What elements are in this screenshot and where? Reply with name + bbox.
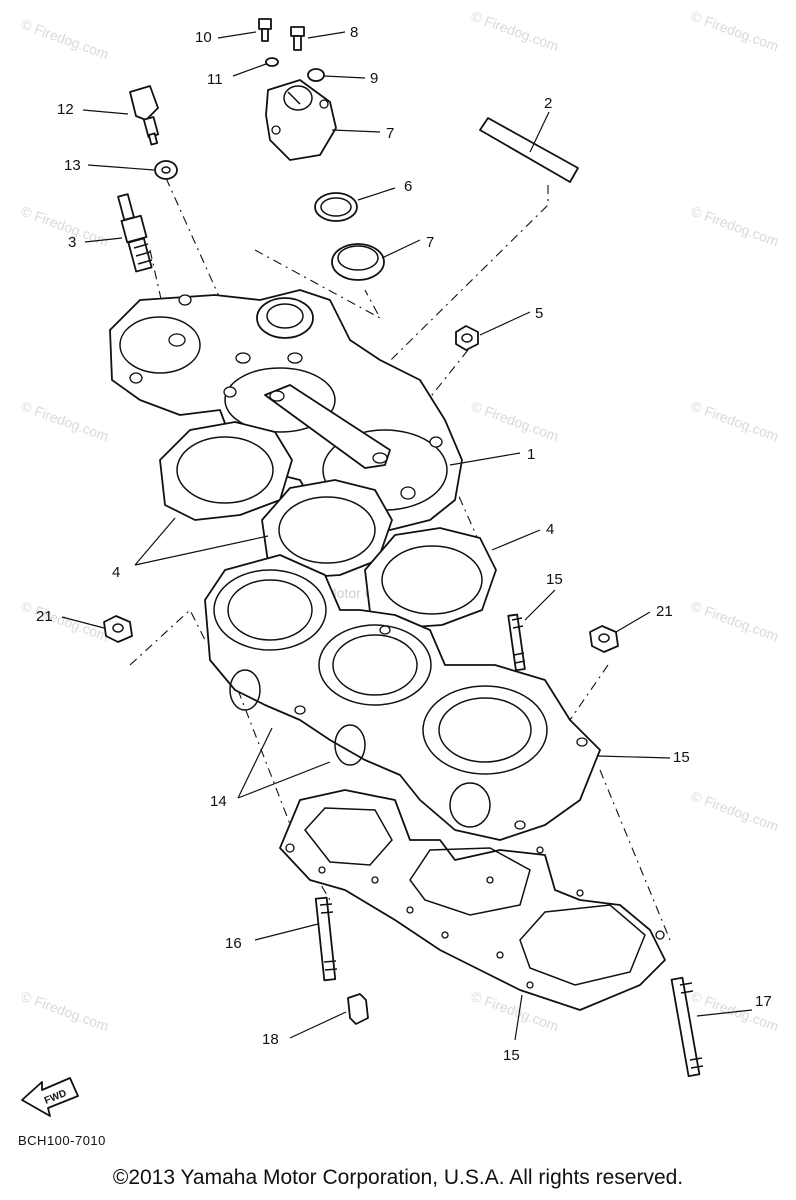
- watermark: © Firedog.com: [689, 8, 781, 55]
- washer-14-hole: [161, 166, 171, 174]
- callout-8: 7: [386, 125, 394, 142]
- washer-14: [154, 160, 178, 180]
- callout-labels: 10 8 11 9 7 12 13 3 6 7 2 5 1 4 4 15 21 …: [36, 24, 772, 1064]
- bolt-9: [290, 26, 305, 51]
- watermark: © Firedog.com: [689, 398, 781, 445]
- label-2: [479, 117, 579, 183]
- callout-11: 10: [195, 29, 212, 46]
- nut-10: [307, 68, 325, 82]
- washer-12: [265, 57, 279, 67]
- watermark: © Firedog.com: [19, 598, 111, 645]
- watermark: © Firedog.com: [19, 398, 111, 445]
- leader-lines: [61, 31, 753, 1041]
- callout-3: 3: [68, 234, 76, 251]
- fwd-arrow-icon: FWD: [21, 1077, 79, 1117]
- diagram-canvas: © Firedog.com © Firedog.com © Firedog.co…: [19, 8, 781, 1117]
- callout-6: 6: [404, 178, 412, 195]
- thermostat-cover-8: [265, 79, 337, 161]
- callout-20: 18: [262, 1031, 279, 1048]
- stud-18: [314, 896, 338, 982]
- callout-12: 11: [207, 71, 223, 88]
- watermark: © Firedog.com: [19, 988, 111, 1035]
- nut-21-left: [103, 615, 133, 643]
- temp-sensor-13: [129, 85, 160, 146]
- thermostat-7: [331, 243, 385, 281]
- callout-19: 17: [755, 993, 772, 1010]
- copyright-notice: ©2013 Yamaha Motor Corporation, U.S.A. A…: [112, 1166, 684, 1189]
- callout-9: 8: [350, 24, 358, 41]
- callout-17: 15: [546, 571, 563, 588]
- callout-13: 12: [57, 101, 74, 118]
- watermark: © Firedog.com: [469, 8, 561, 55]
- watermark: © Firedog.com: [19, 16, 111, 63]
- o-ring-6-inner: [320, 197, 352, 217]
- callout-15-right: 15: [673, 749, 690, 766]
- watermark: © Firedog.com: [469, 398, 561, 445]
- watermark: © Firedog.com: [19, 203, 111, 250]
- callout-1: 1: [527, 446, 535, 463]
- callout-18: 16: [225, 935, 242, 952]
- callout-2: 2: [544, 95, 552, 112]
- callout-15-left: 14: [210, 793, 227, 810]
- watermark: © Firedog.com: [689, 598, 781, 645]
- callout-21-right: 21: [656, 603, 673, 620]
- callout-10: 9: [370, 70, 378, 87]
- callout-14: 13: [64, 157, 81, 174]
- part-code: BCH100-7010: [18, 1133, 106, 1148]
- callout-4-left: 4: [112, 564, 120, 581]
- nut-21-right: [589, 625, 619, 653]
- nut-20: [347, 993, 369, 1025]
- callout-4-right: 4: [546, 521, 554, 538]
- callout-16: 15: [503, 1047, 520, 1064]
- cylinder-head-1: [109, 289, 463, 531]
- spark-plug-3: [117, 193, 153, 273]
- base-gasket-16: [279, 789, 666, 1011]
- callout-7: 7: [426, 234, 434, 251]
- callout-5: 5: [535, 305, 543, 322]
- head-gasket-4: [159, 421, 497, 629]
- watermark: © Firedog.com: [689, 788, 781, 835]
- cylinder-15: [204, 554, 601, 841]
- callout-21-left: 21: [36, 608, 53, 625]
- stud-19: [670, 976, 704, 1078]
- watermark: © Firedog.com: [689, 203, 781, 250]
- bolt-11: [258, 18, 272, 42]
- stud-17: [507, 613, 526, 672]
- nut-5: [455, 325, 479, 351]
